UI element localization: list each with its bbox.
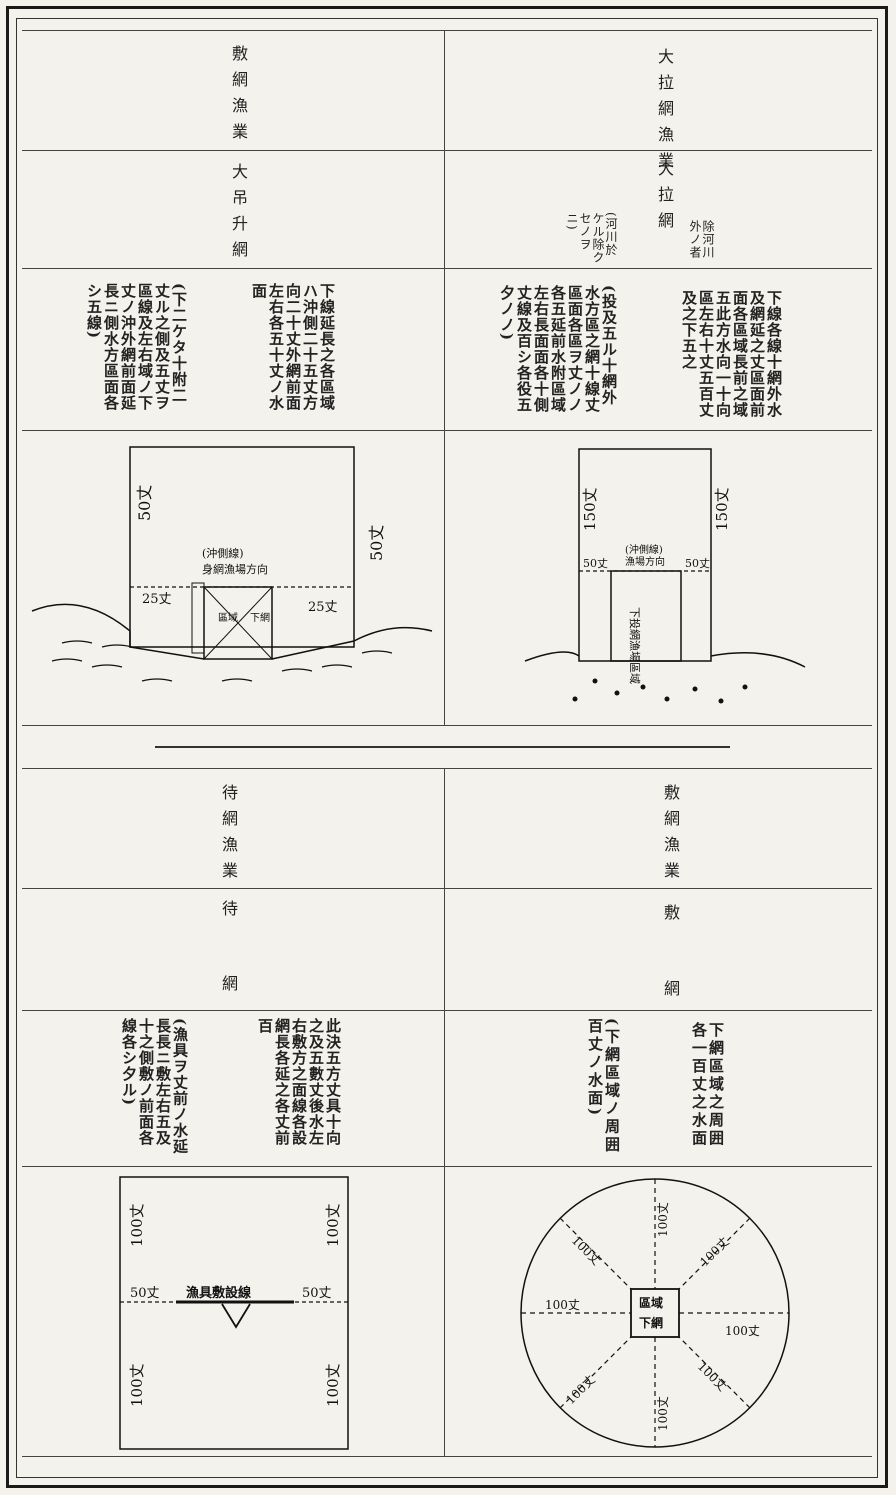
- br-desc-left: (下網區域ノ周囲百丈ノ水面): [586, 1018, 621, 1155]
- outer-frame: [6, 6, 888, 1488]
- inner-frame: [16, 18, 878, 1478]
- br-diagram: 100丈 100丈 100丈 100丈 100丈 100丈 100丈 100丈 …: [520, 1178, 790, 1448]
- tl-top-note: (沖側線): [202, 546, 244, 560]
- tl-len-left: 50丈: [135, 485, 154, 521]
- tr-note-right: 除河川外ノ者: [688, 220, 715, 259]
- tr-name: 大拉網: [655, 160, 674, 238]
- tr-side-right: 50丈: [685, 557, 710, 570]
- br-spoke-ne: 100丈: [697, 1235, 732, 1270]
- bl-name-top: 待: [219, 900, 238, 926]
- tr-len-left: 150丈: [581, 487, 599, 531]
- br-spoke-se: 100丈: [695, 1359, 730, 1394]
- bl-br: 100丈: [324, 1363, 342, 1407]
- br-center-b: 下網: [639, 1315, 663, 1330]
- tr-center: 下投網漁場區域: [628, 607, 642, 684]
- tl-desc-left: (下二ケタ十附二丈ル之側及五丈ヲ區線及左右域ノ下丈ノ沖外網前面延長ニ側水方區面各…: [85, 283, 188, 411]
- tl-category: 敷網漁業: [229, 45, 248, 149]
- tl-name: 大吊升網: [229, 163, 248, 267]
- bl-name-bottom: 網: [219, 975, 238, 1001]
- tr-top-note2: 漁場方向: [625, 555, 665, 568]
- bl-ml: 50丈: [130, 1286, 160, 1301]
- tl-center-a: 區域: [218, 611, 238, 624]
- br-spoke-sw: 100丈: [563, 1373, 598, 1408]
- tl-side-right: 25丈: [308, 600, 338, 615]
- br-center-a: 區域: [639, 1295, 663, 1310]
- tl-desc-right: 下線延長之各區域ハ沖側二十五丈方向二十丈外網前面左右各五十丈ノ水面: [250, 283, 336, 411]
- top-table-divider: [444, 30, 445, 725]
- tr-desc-left: (投及五ル十網外水方區之網十線丈區面各區ヲ丈ノノ各五延前水附區域左右長面面各十側…: [498, 285, 618, 413]
- tr-desc-right: 下線各線十網外水及網延之丈區面前面各區域長前之域五此方水向一十向區左右十丈五百丈…: [680, 290, 783, 418]
- br-spoke-nw: 100丈: [569, 1233, 604, 1268]
- tr-top-note: (沖側線): [625, 543, 663, 556]
- br-name-bottom: 網: [661, 980, 680, 1006]
- bl-tr: 100丈: [324, 1203, 342, 1247]
- tl-top-note2: 身網漁場方向: [202, 562, 268, 576]
- tl-len-right: 50丈: [367, 525, 386, 561]
- br-spoke-w: 100丈: [545, 1298, 580, 1312]
- tr-len-right: 150丈: [713, 487, 731, 531]
- section-separator: [155, 746, 730, 748]
- br-spoke-e: 100丈: [725, 1324, 760, 1338]
- tr-category: 大拉網漁業: [655, 48, 674, 178]
- tr-note-left: (河川於ケル除クセノヲニ): [565, 212, 618, 264]
- br-category: 敷網漁業: [661, 784, 680, 888]
- bl-desc-left: (漁具ヲ丈前ノ水延長長ニ敷左右五及十之側敷ノ前面各線各シ夕ル): [120, 1018, 189, 1155]
- bl-tl: 100丈: [128, 1203, 146, 1247]
- bl-center: 漁具敷設線: [186, 1285, 252, 1301]
- bl-category: 待網漁業: [219, 784, 238, 888]
- tr-diagram: 150丈 150丈 50丈 50丈 (沖側線) 漁場方向 下投網漁場區域: [524, 448, 806, 704]
- br-name-top: 敷: [661, 904, 680, 930]
- bl-diagram: 100丈 100丈 100丈 100丈 50丈 50丈 漁具敷設線: [119, 1176, 349, 1450]
- br-desc-right: 下網區域之周囲各一百丈之水面: [690, 1022, 725, 1148]
- tl-center-b: 下網: [250, 611, 270, 624]
- tr-side-left: 50丈: [583, 557, 608, 570]
- bl-bl: 100丈: [128, 1363, 146, 1407]
- bl-mr: 50丈: [302, 1286, 332, 1301]
- bl-desc-right: 此決五方丈具十向之及五數丈後水左右敷方之面線各設網長各延之各丈前百: [256, 1018, 342, 1146]
- bottom-table-divider: [444, 768, 445, 1456]
- br-spoke-s: 100丈: [656, 1396, 670, 1431]
- br-spoke-n: 100丈: [656, 1202, 670, 1237]
- tl-side-left: 25丈: [142, 592, 172, 607]
- tl-diagram: 50丈 50丈 25丈 25丈 (沖側線) 身網漁場方向 區域 下網: [31, 446, 433, 682]
